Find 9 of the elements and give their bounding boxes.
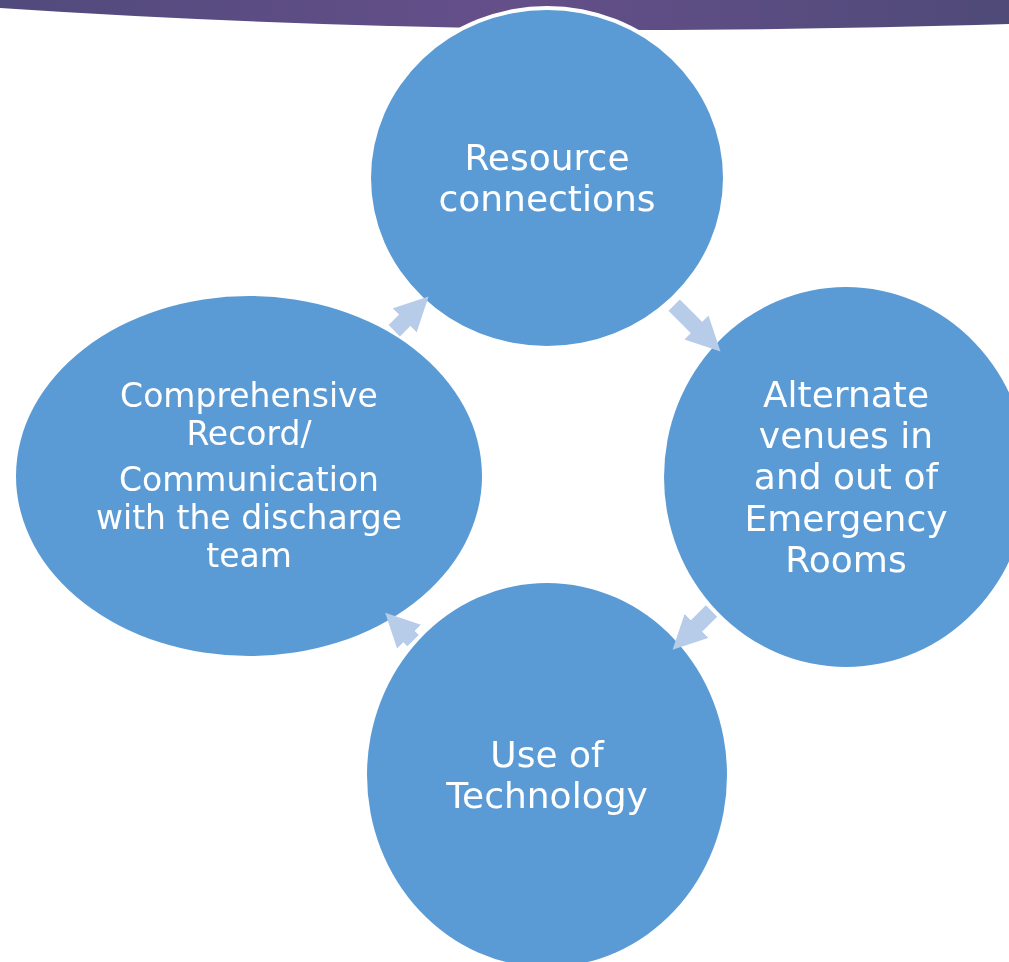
node-text: Alternate venues in and out of Emergency Rooms: [743, 373, 949, 581]
arrow: [385, 612, 422, 649]
arrow: [668, 299, 721, 352]
node-text: Communication with the discharge team: [95, 461, 403, 575]
node-text: Comprehensive Record/: [119, 377, 379, 454]
node-text: Resource connections: [437, 136, 657, 220]
node-text: Use of Technology: [445, 733, 649, 817]
arrow: [388, 296, 429, 337]
arrow: [672, 605, 718, 650]
